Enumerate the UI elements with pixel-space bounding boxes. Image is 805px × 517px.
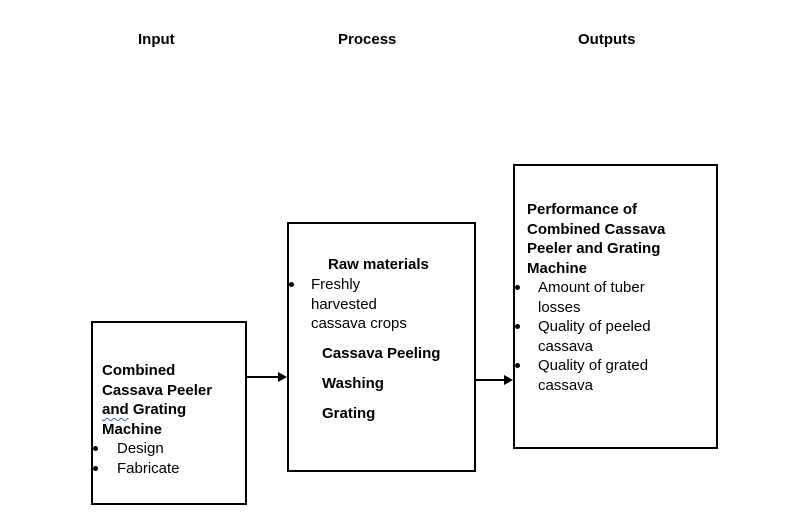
list-item: Design (93, 439, 245, 459)
outputs-box: Performance of Combined Cassava Peeler a… (513, 164, 718, 449)
list-item: Freshly harvested cassava crops (289, 275, 413, 334)
input-title-text-before: Combined Cassava Peeler (102, 362, 213, 399)
process-bullet-list: Freshly harvested cassava crops (289, 275, 474, 334)
input-box: Combined Cassava Peeler and Grating Mach… (91, 321, 247, 505)
arrow-process-to-outputs (476, 375, 513, 385)
process-box-heading: Raw materials (328, 256, 429, 273)
list-item: Amount of tuber losses (515, 278, 660, 317)
process-step: Washing (322, 374, 384, 392)
outputs-box-title: Performance of Combined Cassava Peeler a… (527, 201, 666, 277)
list-item: Quality of peeled cassava (515, 317, 660, 356)
process-box: Raw materials Freshly harvested cassava … (287, 222, 476, 472)
column-header-input: Input (138, 31, 175, 48)
list-item: Fabricate (93, 459, 245, 479)
process-step: Cassava Peeling (322, 344, 441, 362)
input-title-text-after: Grating Machine (102, 401, 187, 438)
arrow-input-to-process (246, 372, 287, 382)
process-step: Grating (322, 404, 376, 422)
column-header-outputs: Outputs (578, 31, 636, 48)
list-item: Quality of grated cassava (515, 356, 660, 395)
outputs-bullet-list: Amount of tuber losses Quality of peeled… (515, 278, 716, 395)
input-bullet-list: Design Fabricate (93, 439, 245, 478)
input-box-title: Combined Cassava Peeler and Grating Mach… (102, 361, 226, 439)
column-header-process: Process (338, 31, 397, 48)
input-title-misspelled-word: and (102, 401, 129, 418)
